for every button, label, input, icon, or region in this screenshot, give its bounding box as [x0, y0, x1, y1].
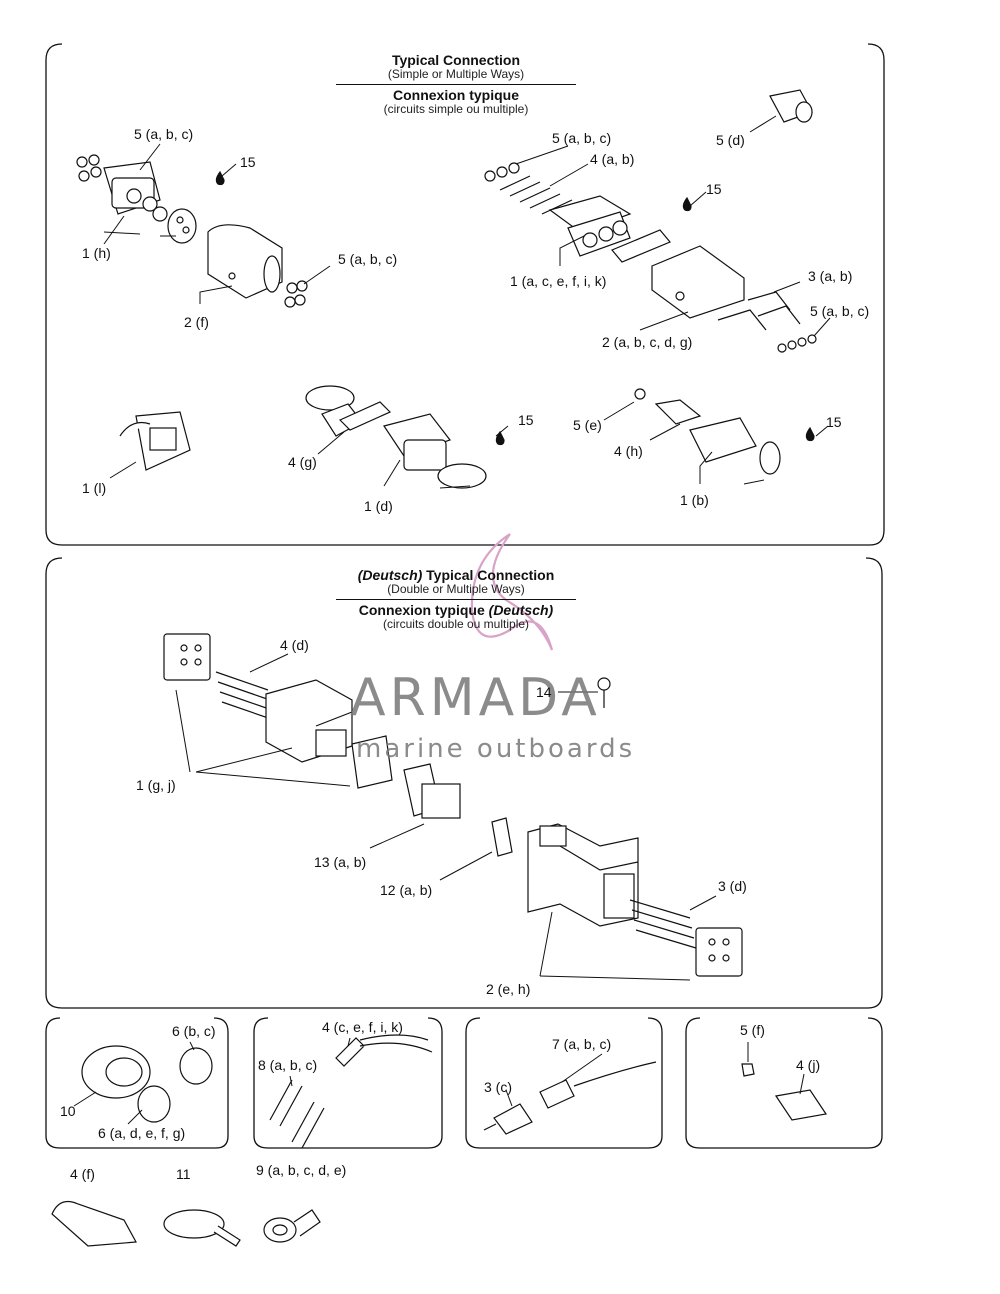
section2-title-fr: Connexion typique (Deutsch)	[306, 602, 606, 618]
callout-4h: 4 (h)	[614, 443, 643, 459]
callout-6adefg: 6 (a, d, e, f, g)	[98, 1125, 186, 1141]
box4-frame	[685, 1017, 883, 1149]
callout-15-right: 15	[706, 181, 722, 197]
section2-title-en-prefix: (Deutsch)	[357, 567, 423, 583]
callout-2abcdg: 2 (a, b, c, d, g)	[602, 334, 693, 350]
callout-14: 14	[536, 684, 552, 700]
section2-title-fr-text: Connexion typique	[358, 602, 485, 618]
callout-4ab: 4 (a, b)	[590, 151, 635, 167]
callout-2f: 2 (f)	[184, 314, 209, 330]
watermark-brand: ARMADA	[350, 668, 601, 728]
box1-frame	[45, 1017, 229, 1149]
callout-15-left: 15	[240, 154, 256, 170]
callout-9abcde: 9 (a, b, c, d, e)	[256, 1162, 347, 1178]
callout-6bc: 6 (b, c)	[172, 1023, 216, 1039]
callout-5e: 5 (e)	[573, 417, 602, 433]
callout-2eh: 2 (e, h)	[486, 981, 531, 997]
callout-5abc-top: 5 (a, b, c)	[134, 126, 194, 142]
callout-3d: 3 (d)	[718, 878, 747, 894]
section1-subtitle-fr: (circuits simple ou multiple)	[383, 102, 529, 116]
callout-1acefik: 1 (a, c, e, f, i, k)	[510, 273, 607, 289]
callout-5abc-right: 5 (a, b, c)	[552, 130, 612, 146]
callout-4d: 4 (d)	[280, 637, 309, 653]
section1-frame	[45, 43, 885, 546]
watermark-logo-icon	[470, 533, 554, 651]
callout-3ab: 3 (a, b)	[808, 268, 853, 284]
callout-12ab: 12 (a, b)	[380, 882, 433, 898]
callout-7abc: 7 (a, b, c)	[552, 1036, 612, 1052]
callout-15-bottom: 15	[518, 412, 534, 428]
callout-1b: 1 (b)	[680, 492, 709, 508]
section2-title-block: (Deutsch) Typical Connection (Double or …	[306, 567, 606, 631]
callout-1d: 1 (d)	[364, 498, 393, 514]
callout-5abc-mid: 5 (a, b, c)	[338, 251, 398, 267]
callout-13ab: 13 (a, b)	[314, 854, 367, 870]
callout-10: 10	[60, 1103, 76, 1119]
callout-1l: 1 (l)	[82, 480, 107, 496]
section2-frame	[45, 557, 883, 1009]
section2-parts	[163, 633, 743, 977]
callout-3c: 3 (c)	[484, 1079, 512, 1095]
callout-4j: 4 (j)	[796, 1057, 821, 1073]
watermark-tagline: marine outboards	[356, 734, 636, 764]
section2-subtitle-en: (Double or Multiple Ways)	[387, 582, 525, 596]
section2-title-en: (Deutsch) Typical Connection	[306, 567, 606, 583]
callout-8abc: 8 (a, b, c)	[258, 1057, 318, 1073]
callout-5abc-far: 5 (a, b, c)	[810, 303, 870, 319]
section1-title-block: Typical Connection (Simple or Multiple W…	[306, 52, 606, 116]
callout-11: 11	[176, 1166, 191, 1182]
box2-frame	[253, 1017, 443, 1149]
section1-title-divider	[336, 84, 576, 85]
section2-title-divider	[336, 599, 576, 600]
callout-1h: 1 (h)	[82, 245, 111, 261]
callout-15-bottom-right: 15	[826, 414, 842, 430]
section2-title-fr-suffix: (Deutsch)	[488, 602, 554, 618]
section1-parts	[76, 89, 817, 489]
section2-title-en-text: Typical Connection	[426, 567, 555, 583]
bottom-parts	[51, 1034, 828, 1247]
section1-subtitle-en: (Simple or Multiple Ways)	[387, 67, 525, 81]
callout-1gj: 1 (g, j)	[136, 777, 176, 793]
section1-title-fr: Connexion typique	[393, 87, 519, 103]
callout-4f: 4 (f)	[70, 1166, 95, 1182]
callout-4g: 4 (g)	[288, 454, 317, 470]
box3-frame	[465, 1017, 663, 1149]
section2-subtitle-fr: (circuits double ou multiple)	[382, 617, 530, 631]
section1-title-en: Typical Connection	[391, 52, 521, 68]
callout-5d: 5 (d)	[716, 132, 745, 148]
callout-4cefik: 4 (c, e, f, i, k)	[322, 1019, 403, 1035]
callout-5f: 5 (f)	[740, 1022, 765, 1038]
